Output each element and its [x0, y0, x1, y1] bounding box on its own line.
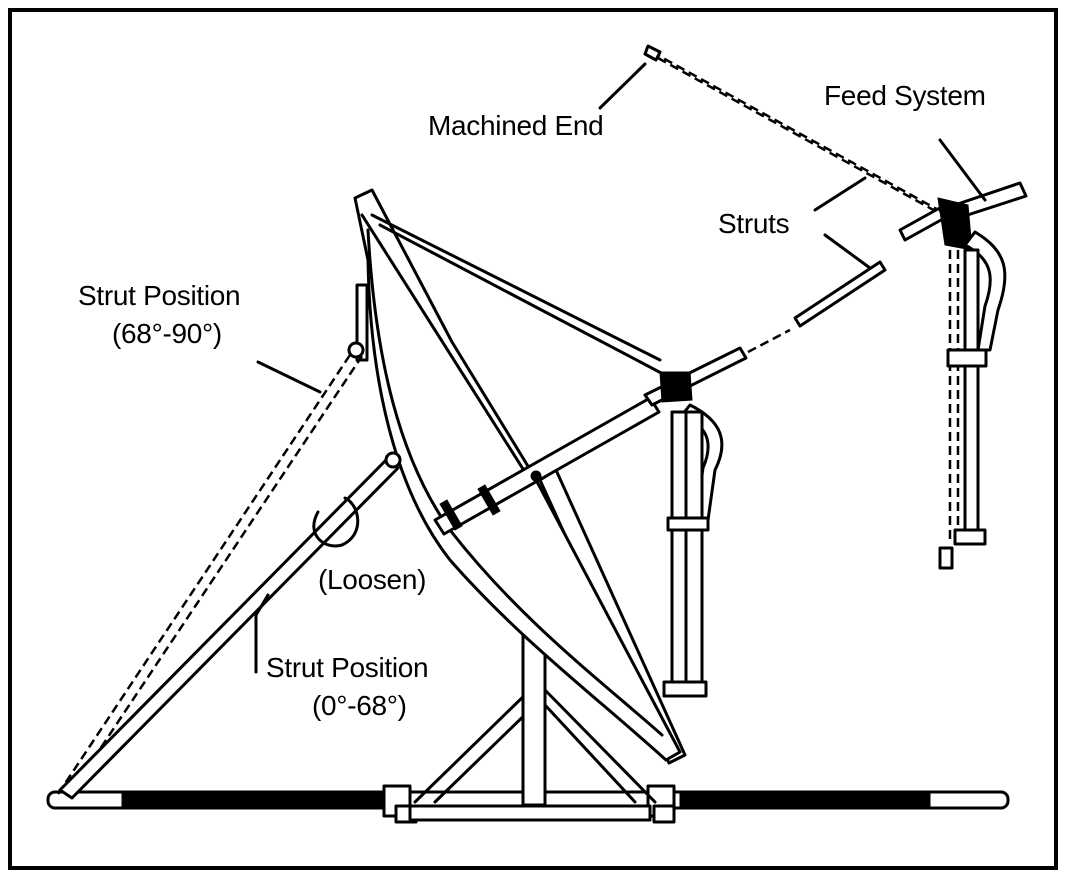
leader-lines — [254, 62, 987, 674]
strut-position-low-label-line2: (0°-68°) — [312, 690, 407, 721]
strut-extension — [643, 44, 952, 354]
struts-label: Struts — [718, 208, 790, 239]
far-feed-system — [937, 181, 1028, 570]
loosen-arrow — [312, 496, 360, 548]
strut-position-low-label-line1: Strut Position — [266, 652, 429, 683]
boom-arm — [433, 396, 661, 536]
strut-position-high-label-line2: (68°-90°) — [112, 318, 222, 349]
mid-feed-assembly — [643, 346, 748, 698]
machined-end-label: Machined End — [428, 110, 604, 141]
elevation-struts — [56, 341, 402, 800]
loosen-label: (Loosen) — [318, 564, 427, 595]
feed-system-label: Feed System — [824, 80, 986, 111]
strut-position-high-label-line1: Strut Position — [78, 280, 241, 311]
